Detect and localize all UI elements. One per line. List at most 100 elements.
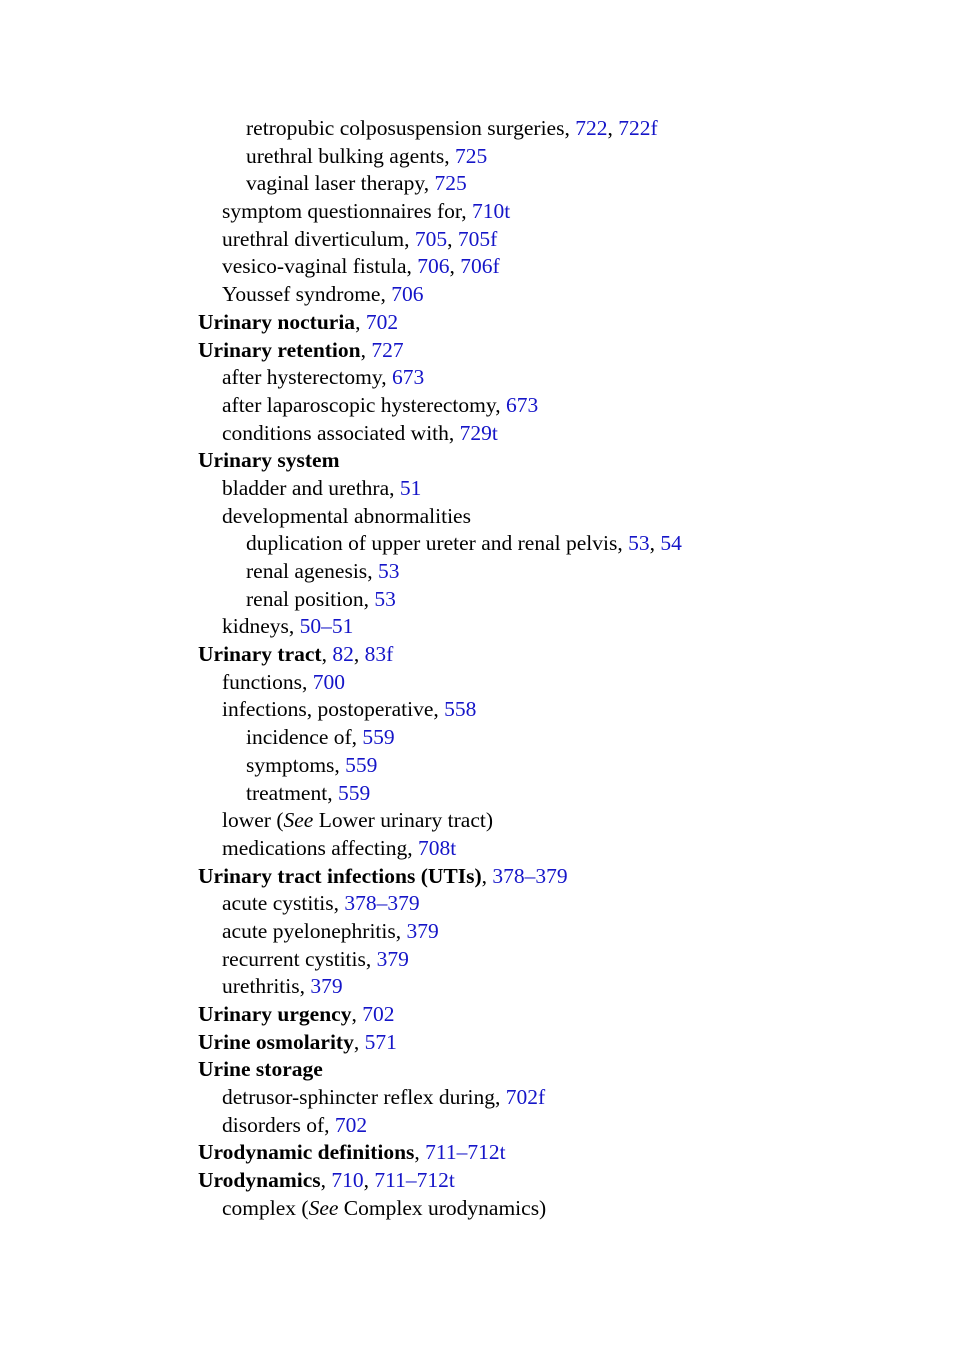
index-subentry: detrusor-sphincter reflex during, 702f — [222, 1085, 546, 1110]
page-reference-link[interactable]: 710 — [331, 1168, 364, 1193]
page-reference-link[interactable]: 378–379 — [492, 863, 568, 888]
page-reference-link[interactable]: 710t — [471, 199, 511, 224]
index-subentry: after hysterectomy, 673 — [222, 365, 425, 390]
index-subentry: recurrent cystitis, 379 — [222, 946, 409, 971]
index-term: conditions associated with — [222, 420, 449, 445]
page-reference-link[interactable]: 559 — [362, 725, 395, 750]
index-main-entry: Urine storage — [198, 1056, 918, 1084]
index-subentry: functions, 700 — [222, 669, 346, 694]
index-subentry: conditions associated with, 729t — [222, 420, 498, 445]
index-term: Urinary tract infections (UTIs) — [198, 863, 482, 888]
index-term: Youssef syndrome — [222, 282, 381, 307]
index-main-entry: Urinary retention, 727 — [198, 337, 404, 362]
index-main-entry: Urinary system — [198, 447, 918, 475]
page-reference-link[interactable]: 702 — [365, 309, 399, 334]
page-reference-link[interactable]: 379 — [376, 946, 409, 971]
index-term: Urinary system — [198, 448, 340, 473]
page-reference-link[interactable]: 705 — [414, 226, 448, 251]
index-term: detrusor-sphincter reflex during — [222, 1085, 496, 1110]
page-reference-link[interactable]: 706 — [391, 282, 424, 307]
page-reference-link[interactable]: 571 — [364, 1029, 397, 1054]
page-reference-link[interactable]: 50–51 — [299, 614, 354, 639]
index-main-entry: Urine osmolarity, 571 — [198, 1029, 397, 1054]
page-reference-link[interactable]: 727 — [371, 337, 404, 362]
page-reference-link[interactable]: 378–379 — [344, 891, 420, 916]
page-reference-link[interactable]: 83f — [364, 642, 394, 667]
index-subentry: after laparoscopic hysterectomy, 673 — [222, 392, 539, 417]
page-reference-link[interactable]: 53 — [628, 531, 650, 556]
index-main-entry: Urodynamics, 710, 711–712t — [198, 1168, 455, 1193]
index-subentry: acute pyelonephritis, 379 — [222, 918, 439, 943]
index-term: Urine storage — [198, 1057, 323, 1082]
index-term: functions — [222, 669, 303, 694]
index-term: retropubic colposuspension surgeries — [246, 116, 565, 140]
page-reference-link[interactable]: 673 — [391, 365, 425, 390]
index-term: developmental abnormalities — [222, 503, 471, 528]
index-term: symptom questionnaires for — [222, 199, 462, 224]
index-term: acute pyelonephritis — [222, 918, 396, 943]
index-term: Urodynamics — [198, 1168, 321, 1193]
page-reference-link[interactable]: 708t — [418, 835, 457, 860]
index-term: urethral diverticulum — [222, 226, 405, 251]
index-main-entry: Urinary tract infections (UTIs), 378–379 — [198, 863, 568, 888]
page-reference-link[interactable]: 705f — [457, 226, 498, 251]
page-reference-link[interactable]: 711–712t — [374, 1168, 455, 1193]
page-reference-link[interactable]: 53 — [377, 559, 400, 583]
index-main-entry: Urinary urgency, 702 — [198, 1002, 395, 1026]
page-reference-link[interactable]: 725 — [454, 143, 488, 168]
page-reference-link[interactable]: 379 — [406, 918, 439, 943]
index-subentry: developmental abnormalities — [198, 503, 918, 531]
page-reference-link[interactable]: 53 — [374, 586, 396, 611]
index-term: treatment — [246, 780, 328, 805]
page-reference-link[interactable]: 54 — [660, 531, 682, 556]
page-reference-link[interactable]: 82 — [332, 642, 354, 667]
page-reference-link[interactable]: 702 — [362, 1002, 395, 1026]
page-reference-link[interactable]: 711–712t — [425, 1140, 506, 1165]
index-subentry: symptoms, 559 — [246, 752, 378, 777]
index-subentry: Youssef syndrome, 706 — [222, 282, 424, 307]
index-subentry: symptom questionnaires for, 710t — [222, 199, 511, 224]
index-term: disorders of — [222, 1112, 325, 1137]
page-reference-link[interactable]: 559 — [345, 752, 378, 777]
page-reference-link[interactable]: 559 — [337, 780, 371, 805]
page-reference-link[interactable]: 379 — [310, 974, 343, 999]
index-subentry: kidneys, 50–51 — [222, 614, 354, 639]
index-subentry: infections, postoperative, 558 — [222, 697, 477, 722]
page-reference-link[interactable]: 722f — [618, 116, 658, 140]
page-reference-link[interactable]: 729t — [459, 420, 498, 445]
page-reference-link[interactable]: 700 — [312, 669, 346, 694]
index-subentry: urethritis, 379 — [222, 974, 343, 999]
page-reference-link[interactable]: 702f — [505, 1085, 546, 1110]
page-reference-link[interactable]: 706 — [417, 254, 450, 279]
index-main-entry: Urinary nocturia, 702 — [198, 309, 399, 334]
index-term: Urodynamic definitions — [198, 1140, 415, 1165]
see-target: Complex urodynamics) — [338, 1195, 547, 1220]
index-subentry: bladder and urethra, 51 — [222, 475, 422, 500]
index-term: urethral bulking agents — [246, 143, 445, 168]
index-subentry: urethral diverticulum, 705, 705f — [222, 226, 498, 251]
index-term: Urinary tract — [198, 642, 322, 667]
index-term: after laparoscopic hysterectomy — [222, 392, 496, 417]
index-subentry: complex (See Complex urodynamics) — [198, 1195, 918, 1223]
index-term: renal position — [246, 586, 364, 611]
page-reference-link[interactable]: 702 — [334, 1112, 368, 1137]
index-term: recurrent cystitis — [222, 946, 366, 971]
index-subentry: lower (See Lower urinary tract) — [198, 807, 918, 835]
index-term: Urine osmolarity — [198, 1029, 354, 1054]
index-subentry: medications affecting, 708t — [222, 835, 457, 860]
index-subentry: treatment, 559 — [246, 780, 371, 805]
index-term: Urinary nocturia — [198, 309, 356, 334]
index-term: Urinary retention — [198, 337, 361, 362]
index-subentry: vesico-vaginal fistula, 706, 706f — [222, 254, 500, 279]
index-term: renal agenesis — [246, 559, 368, 583]
index-subentry: retropubic colposuspension surgeries, 72… — [246, 116, 658, 140]
page-reference-link[interactable]: 558 — [444, 697, 477, 722]
page-reference-link[interactable]: 673 — [505, 392, 539, 417]
index-term: symptoms — [246, 752, 335, 777]
page-reference-link[interactable]: 722 — [575, 116, 608, 140]
see-target: Lower urinary tract) — [313, 808, 494, 833]
page-reference-link[interactable]: 706f — [460, 254, 500, 279]
page-reference-link[interactable]: 51 — [399, 475, 422, 500]
page-reference-link[interactable]: 725 — [434, 171, 467, 196]
index-term: kidneys — [222, 614, 289, 639]
